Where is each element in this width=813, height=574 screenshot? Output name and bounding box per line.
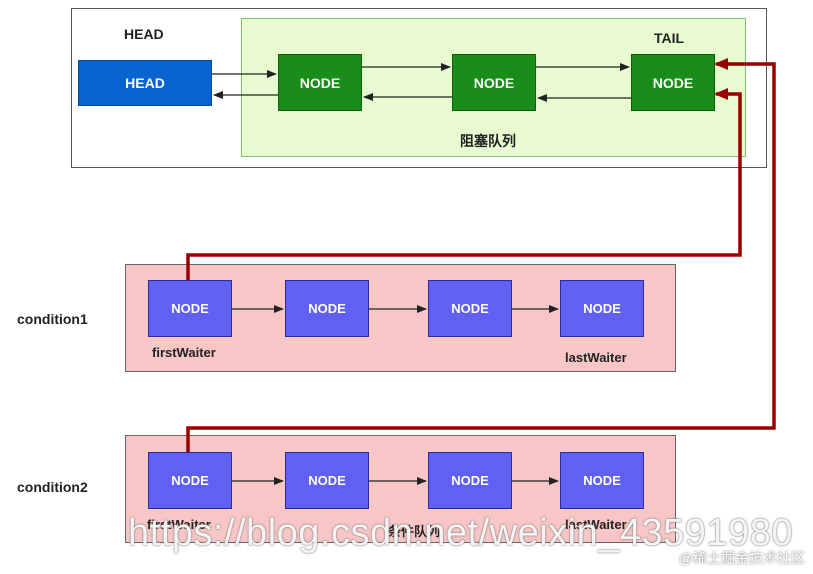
head-node: HEAD bbox=[78, 60, 212, 106]
url-watermark: https://blog.csdn.net/weixin_43591980 bbox=[128, 512, 793, 554]
condition1-node-3: NODE bbox=[428, 280, 512, 337]
condition1-first-waiter: firstWaiter bbox=[152, 345, 216, 360]
condition2-node-3: NODE bbox=[428, 452, 512, 509]
condition2-node-4: NODE bbox=[560, 452, 644, 509]
condition1-node-1: NODE bbox=[148, 280, 232, 337]
condition2-transfer-link bbox=[186, 58, 776, 452]
sync-node-1: NODE bbox=[278, 54, 362, 111]
condition1-node-2: NODE bbox=[285, 280, 369, 337]
head-label: HEAD bbox=[124, 26, 164, 42]
condition2-caption: 条件队列 bbox=[388, 524, 441, 539]
condition1-last-waiter: lastWaiter bbox=[565, 350, 627, 365]
credit-watermark: @稀土掘金技术社区 bbox=[678, 550, 805, 566]
condition2-first-waiter: firstWaiter bbox=[147, 517, 211, 532]
condition1-label: condition1 bbox=[17, 311, 88, 327]
sync-node-tail: NODE bbox=[631, 54, 715, 111]
condition2-node-2: NODE bbox=[285, 452, 369, 509]
condition1-transfer-link bbox=[186, 88, 742, 280]
sync-queue-caption: 阻塞队列 bbox=[460, 133, 516, 149]
sync-node-2: NODE bbox=[452, 54, 536, 111]
condition2-node-1: NODE bbox=[148, 452, 232, 509]
condition1-node-4: NODE bbox=[560, 280, 644, 337]
tail-label: TAIL bbox=[654, 30, 685, 46]
condition2-label: condition2 bbox=[17, 479, 88, 495]
condition2-last-waiter: lastWaiter bbox=[565, 517, 627, 532]
